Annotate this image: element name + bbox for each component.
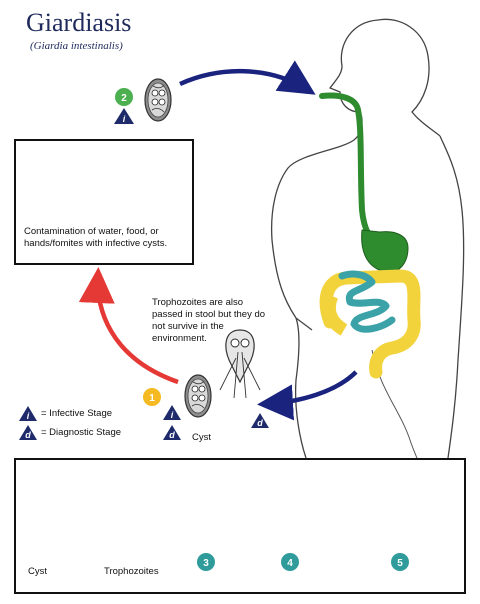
trophozoite-note: Trophozoites are also passed in stool bu… — [152, 297, 266, 344]
intestinal-stages-box — [14, 458, 466, 594]
page-subtitle: (Giardia intestinalis) — [30, 40, 123, 52]
contamination-text: Contamination of water, food, or hands/f… — [24, 226, 168, 249]
colon — [319, 269, 421, 379]
esophagus — [319, 92, 383, 249]
human-body-outline — [270, 19, 465, 459]
contamination-arrow — [78, 267, 179, 385]
trophozoites-label: Trophozoites — [104, 566, 159, 577]
legend-infective-label: = Infective Stage — [41, 408, 113, 419]
stomach — [361, 229, 409, 273]
cyst-in-stool — [184, 374, 212, 418]
legend-diagnostic-label: = Diagnostic Stage — [41, 427, 122, 438]
colon-left — [322, 293, 348, 336]
cyst-bottom-label: Cyst — [28, 566, 47, 577]
cyst-label: Cyst — [192, 432, 211, 443]
cyst-ingested — [144, 78, 172, 122]
excretion-arrow — [257, 370, 358, 421]
human-head — [377, 18, 441, 137]
ingestion-arrow — [179, 60, 316, 95]
page-title: Giardiasis — [26, 8, 132, 37]
contamination-box: Contamination of water, food, or hands/f… — [14, 139, 194, 265]
small-intestine — [338, 270, 396, 333]
